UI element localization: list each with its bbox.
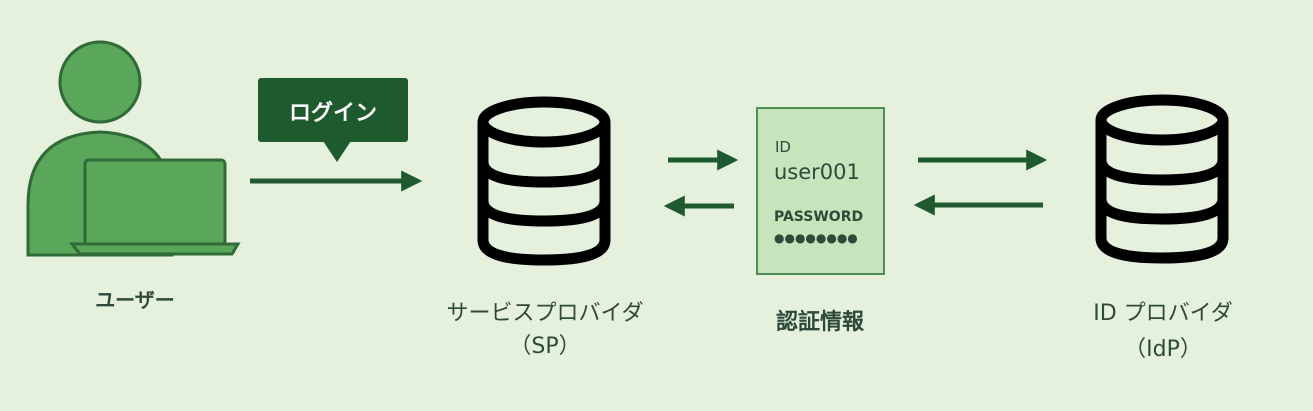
sp-label-line2: （SP）: [509, 334, 581, 359]
user-label: ユーザー: [95, 288, 175, 312]
credentials-label: 認証情報: [775, 310, 864, 335]
idp-database-icon: [1095, 94, 1229, 264]
card-password-mask: ●●●●●●●●: [774, 231, 858, 245]
login-callout: [258, 78, 408, 162]
card-password-label: PASSWORD: [774, 209, 864, 225]
idp-label-line1: ID プロバイダ: [1093, 301, 1233, 326]
credential-card: [756, 107, 885, 275]
laptop-icon: [68, 158, 241, 256]
idp-label: ID プロバイダ （IdP）: [1045, 296, 1281, 368]
login-label: ログイン: [288, 101, 377, 126]
sp-label-line1: サービスプロバイダ: [446, 301, 644, 326]
idp-label-line2: （IdP）: [1124, 337, 1202, 362]
card-id-value: user001: [774, 160, 860, 184]
sp-label: サービスプロバイダ （SP）: [400, 297, 690, 363]
card-id-label: ID: [775, 138, 791, 156]
sp-database-icon: [477, 96, 611, 266]
